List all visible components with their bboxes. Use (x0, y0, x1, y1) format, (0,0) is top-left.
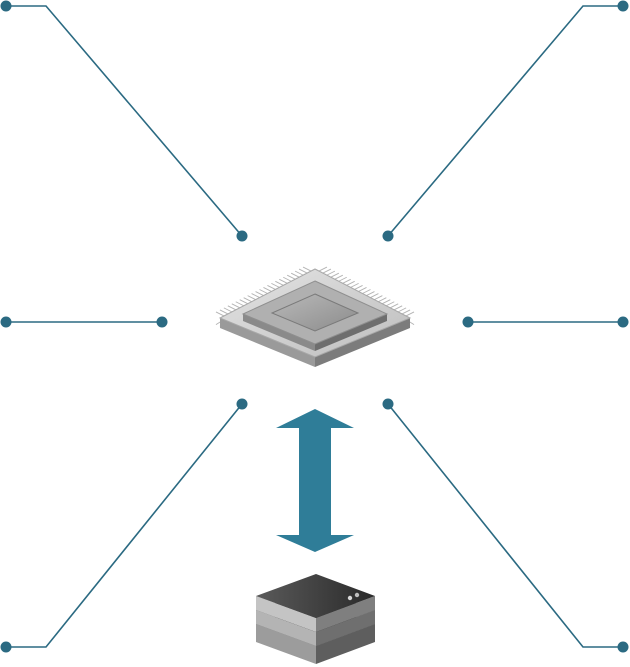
connector-bottom-left-inner-dot (236, 398, 248, 410)
connector-bottom-right-inner-dot (382, 398, 394, 410)
chip-pin (342, 278, 351, 284)
storage-indicator-light-2 (354, 592, 360, 598)
chip-pin (259, 289, 268, 294)
connector-middle-left-inner-dot (156, 316, 168, 328)
chip-pin (223, 307, 233, 313)
connector-top-left (0, 0, 248, 242)
storage-layer-3-side-left (256, 624, 316, 664)
connector-middle-right (462, 316, 629, 328)
connector-top-left-line (6, 5, 243, 237)
storage-layer-2-side-left (256, 610, 316, 646)
bidirectional-arrow-icon (276, 409, 354, 552)
connector-middle-left-outer-dot (0, 316, 12, 328)
storage-layer-3-side-right (316, 624, 375, 664)
chip-pin (397, 307, 407, 313)
chip-pin (350, 282, 359, 288)
chip-pin (393, 305, 403, 311)
connector-middle-left (0, 316, 168, 328)
chip-base-right-side (315, 318, 410, 367)
storage-indicator-light-1 (347, 595, 353, 601)
connector-bottom-right-outer-dot (617, 641, 629, 653)
chip-pin (354, 285, 363, 290)
chip-pin (294, 270, 304, 276)
storage-stack-icon (256, 574, 375, 664)
chip-pin (366, 291, 375, 296)
connector-middle-right-outer-dot (617, 316, 629, 328)
connector-top-right-inner-dot (382, 230, 394, 242)
connector-bottom-left (0, 398, 248, 653)
chip-pin (390, 303, 399, 309)
chip-pin (267, 285, 276, 290)
chip-pin (235, 301, 244, 307)
chip-pin (231, 303, 240, 309)
chip-pin (378, 297, 387, 303)
connector-bottom-left-line (6, 403, 243, 648)
connector-top-left-outer-dot (0, 0, 12, 12)
chip-pin (227, 305, 237, 311)
chip-pin (298, 268, 308, 274)
chip-pin (405, 311, 415, 317)
chip-pin (247, 295, 256, 301)
chip-pin (251, 293, 260, 298)
storage-layer-1-side-right (316, 596, 375, 632)
chip-pin (386, 301, 395, 307)
chip-die-right-side (315, 314, 387, 351)
chip-pin (346, 280, 355, 286)
chip-pin (219, 309, 229, 315)
chip-pin (374, 295, 383, 301)
chip-pin (279, 278, 288, 284)
storage-top-face (256, 574, 375, 618)
chip-pin (243, 297, 252, 303)
chip-pin (275, 280, 284, 286)
chip-core (270, 293, 360, 332)
chip-pin (370, 293, 379, 298)
chip-pin (255, 291, 264, 296)
chip-pin (330, 272, 340, 278)
chip-pin (318, 266, 328, 272)
chip-pin (322, 268, 332, 274)
chip-pin (334, 274, 343, 280)
connector-top-right (382, 0, 629, 242)
connector-top-left-inner-dot (236, 230, 248, 242)
chip-pin (287, 274, 296, 280)
cpu-chip-icon (215, 266, 415, 367)
chip-pin (263, 287, 272, 292)
connector-bottom-right-line (387, 403, 623, 648)
chip-pin (338, 276, 347, 282)
connector-bottom-left-outer-dot (0, 641, 12, 653)
connector-top-right-outer-dot (617, 0, 629, 12)
connector-top-right-line (387, 5, 623, 237)
chip-die-left-side (243, 314, 315, 351)
chip-base-left-side (220, 318, 315, 367)
chip-pin (283, 276, 292, 282)
connector-lines (0, 0, 629, 653)
chip-pin (302, 266, 312, 272)
chip-pin (239, 299, 248, 305)
chip-pin (326, 270, 336, 276)
storage-layer-1-side-left (256, 596, 316, 632)
connector-bottom-right (382, 398, 629, 653)
connector-middle-right-inner-dot (462, 316, 474, 328)
chip-pin (271, 282, 280, 288)
transfer-arrow-shape (276, 409, 354, 552)
chip-pin (362, 289, 371, 294)
chip-pin (401, 309, 411, 315)
chip-pin (358, 287, 367, 292)
chip-pin (290, 272, 300, 278)
storage-layer-2-side-right (316, 610, 375, 646)
chip-pin (382, 299, 391, 305)
chip-pin (215, 311, 225, 317)
